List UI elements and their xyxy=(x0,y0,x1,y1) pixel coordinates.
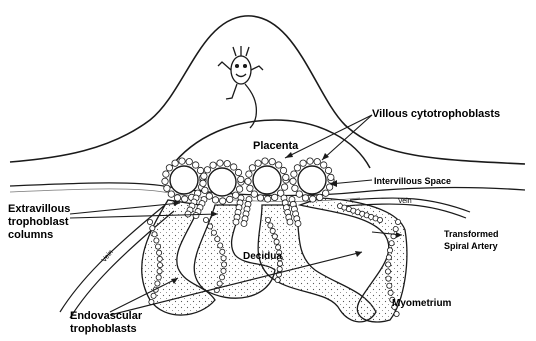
transformed-line-2: Spiral Artery xyxy=(444,240,499,252)
label-extravillous-columns: Extravillous trophoblast columns xyxy=(8,203,70,242)
label-placenta: Placenta xyxy=(253,140,298,152)
label-intervillous-space: Intervillous Space xyxy=(374,176,451,186)
label-decidua: Decidua xyxy=(243,251,282,262)
transformed-line-1: Transformed xyxy=(444,228,499,240)
baby-doodle xyxy=(218,46,263,128)
label-transformed-spiral-artery: Transformed Spiral Artery xyxy=(444,228,499,252)
label-endovascular-trophoblasts: Endovascular trophoblasts xyxy=(70,310,142,336)
extravillous-line-1: Extravillous xyxy=(8,203,70,216)
label-villous-cytotrophoblasts: Villous cytotrophoblasts xyxy=(372,108,500,120)
extravillous-line-3: columns xyxy=(8,229,70,242)
label-myometrium: Myometrium xyxy=(392,298,451,309)
extravillous-line-2: trophoblast xyxy=(8,216,70,229)
endovascular-line-2: trophoblasts xyxy=(70,323,142,336)
endovascular-line-1: Endovascular xyxy=(70,310,142,323)
label-vein-right: Vein xyxy=(398,198,412,205)
